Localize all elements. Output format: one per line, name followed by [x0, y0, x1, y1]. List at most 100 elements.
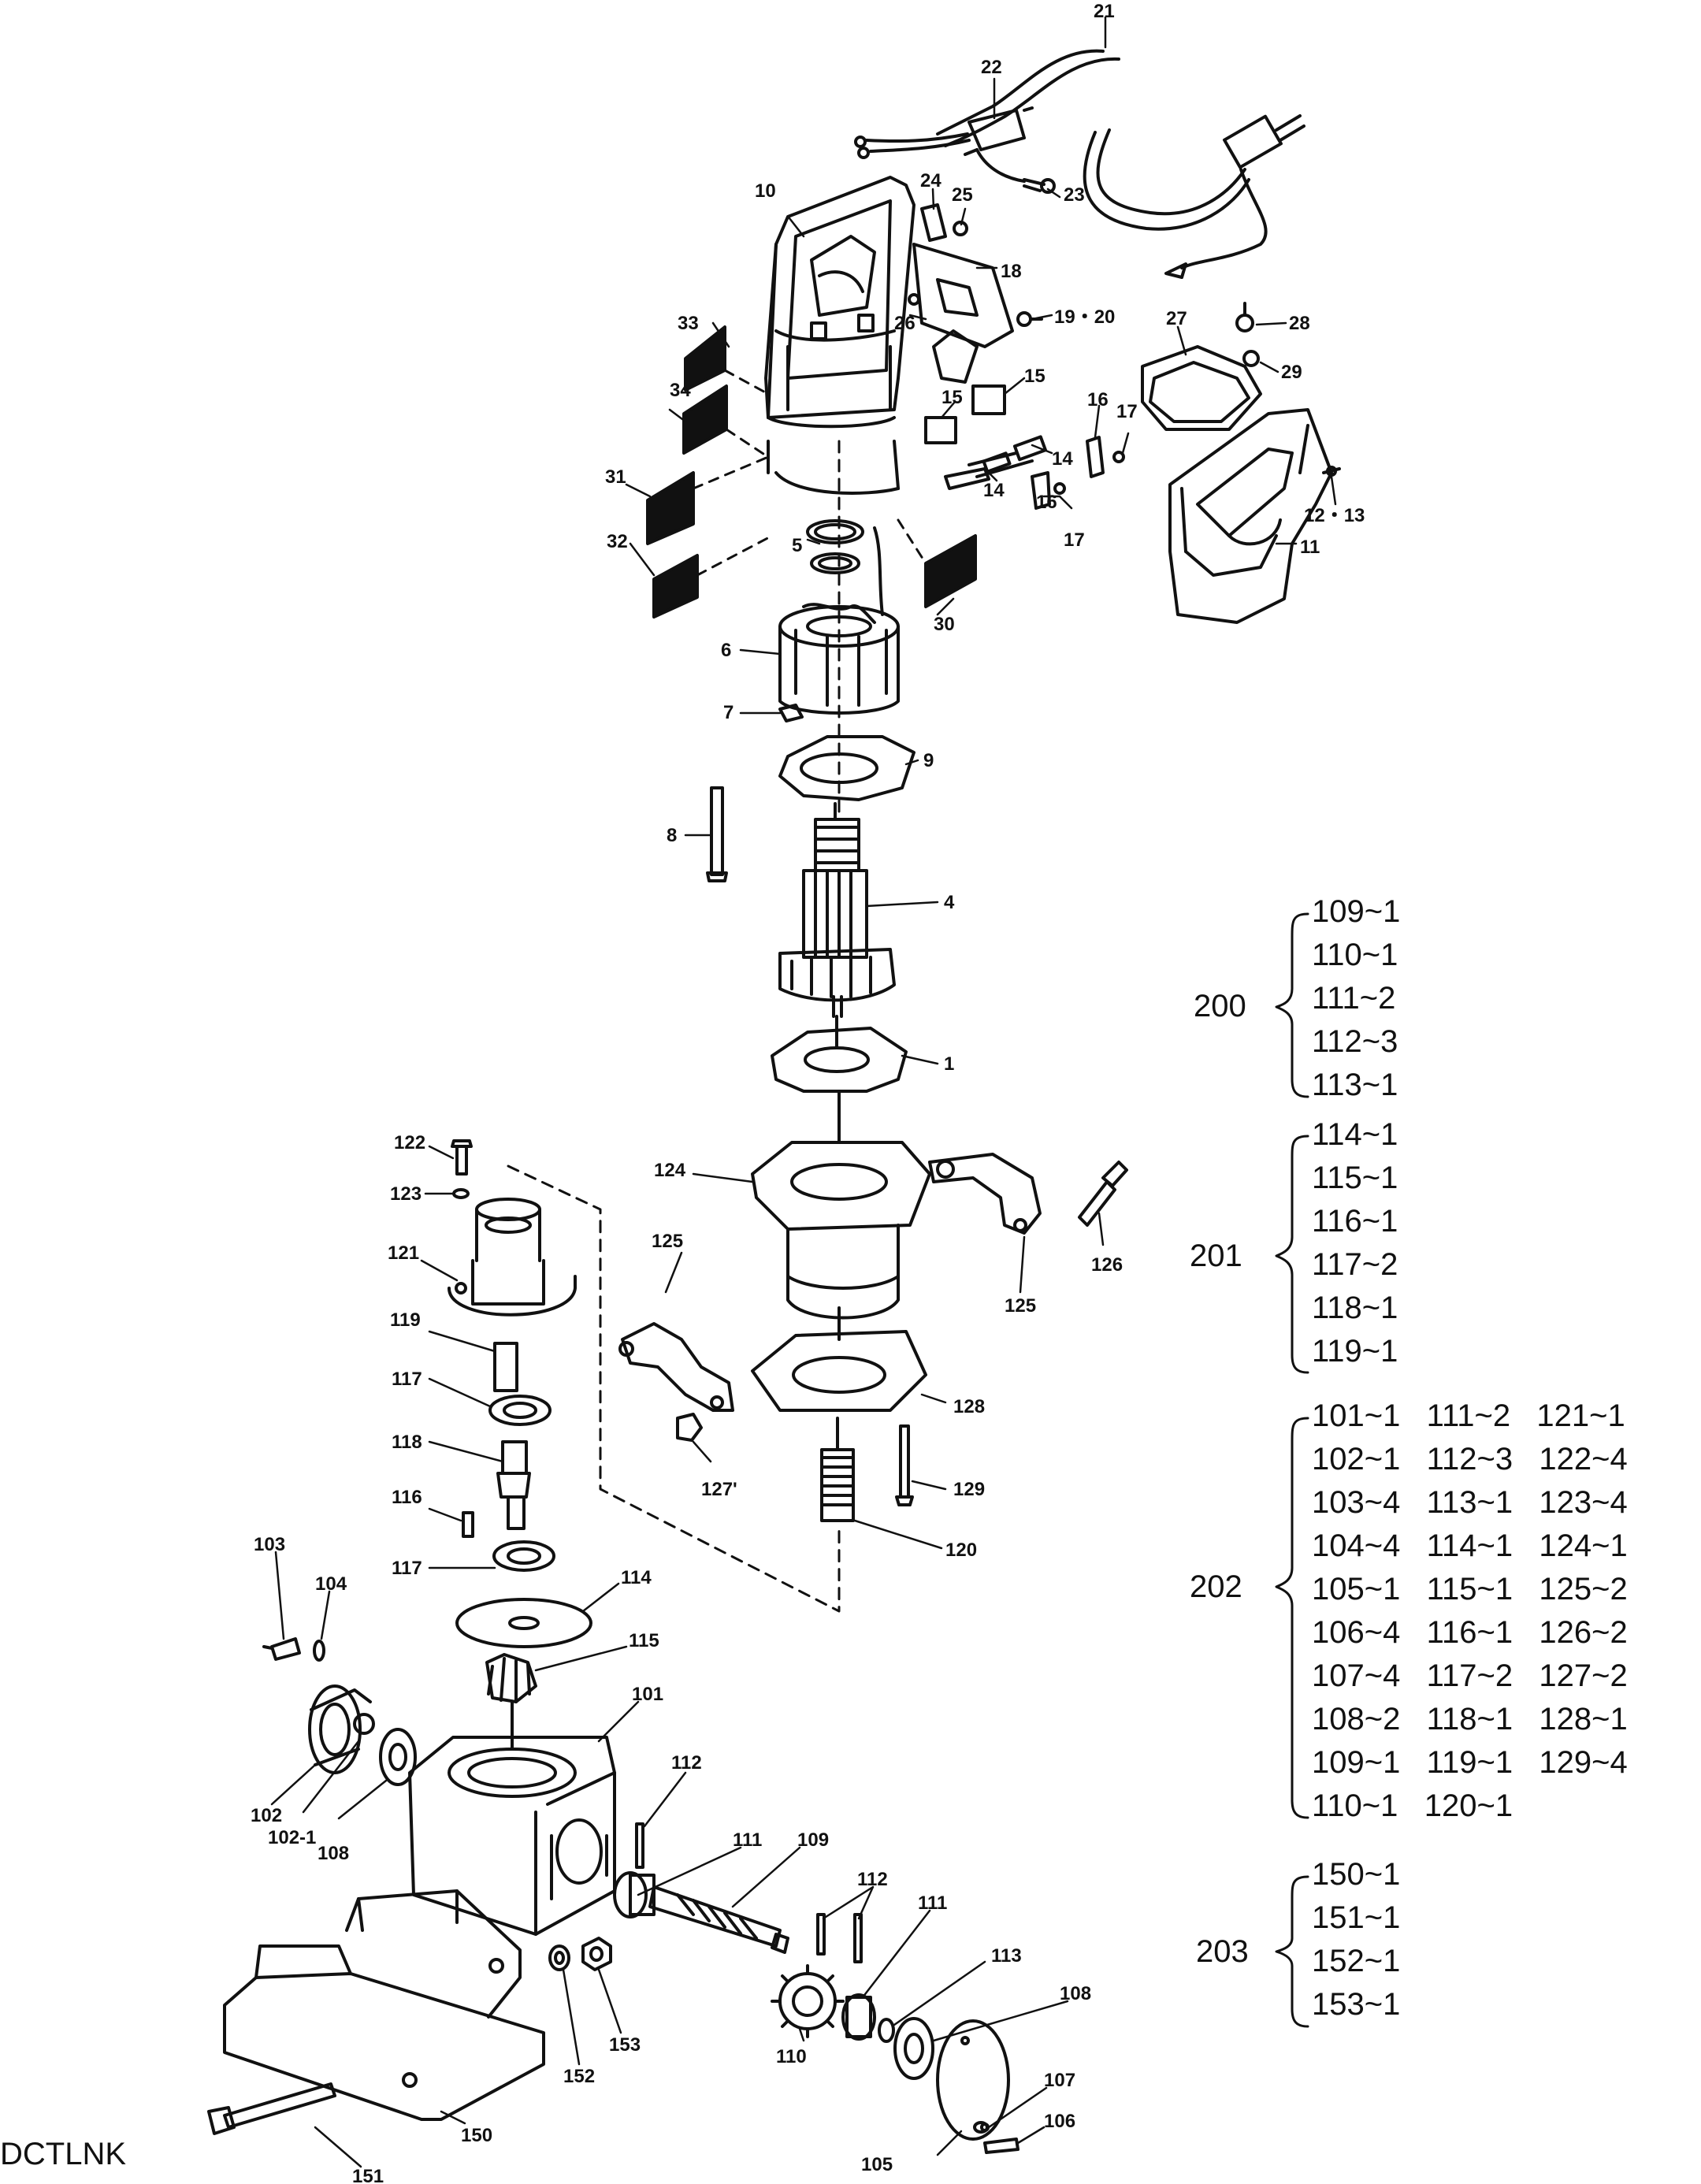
group-201-row: 116~1 — [1312, 1204, 1398, 1239]
base-plate — [223, 1889, 545, 2121]
callout-4: 4 — [944, 892, 955, 913]
group-203-row: 153~1 — [1312, 1987, 1401, 2022]
baffle-plate — [778, 735, 915, 801]
callout-122: 122 — [394, 1132, 425, 1153]
collar-111a — [613, 1871, 656, 1918]
group-200-row: 112~3 — [1312, 1024, 1398, 1059]
callout-103: 103 — [254, 1534, 285, 1555]
callout-153: 153 — [609, 2034, 641, 2056]
document-code: DCTLNK — [0, 2137, 127, 2171]
callout-107: 107 — [1044, 2070, 1075, 2091]
spring — [820, 1417, 855, 1522]
callout-106: 106 — [1044, 2111, 1075, 2132]
shaft-118 — [496, 1440, 531, 1530]
brush-holders — [924, 384, 1125, 510]
callout-34: 34 — [670, 380, 691, 401]
callout-128: 128 — [953, 1396, 985, 1417]
group-202-row: 108~2 118~1 128~1 — [1312, 1702, 1628, 1736]
callout-12-13: 12・13 — [1304, 505, 1365, 526]
callout-117a: 117 — [392, 1369, 422, 1390]
callout-150: 150 — [461, 2125, 492, 2146]
group-200-row: 113~1 — [1312, 1068, 1398, 1102]
callout-119: 119 — [390, 1309, 421, 1331]
adapter-housing — [751, 1090, 931, 1320]
stator-clip — [778, 704, 804, 722]
callout-27: 27 — [1166, 308, 1187, 329]
group-201-row: 114~1 — [1312, 1117, 1398, 1152]
callout-112a: 112 — [671, 1752, 702, 1774]
worm-shaft — [648, 1885, 789, 1954]
nut-153 — [581, 1937, 612, 1971]
callout-120: 120 — [945, 1540, 977, 1561]
group-braces — [1275, 912, 1309, 2028]
pins-112b — [816, 1913, 863, 1963]
group-202-row: 107~4 117~2 127~2 — [1312, 1658, 1628, 1693]
callout-31: 31 — [605, 466, 626, 488]
pin-119 — [493, 1342, 518, 1392]
bearing-108a — [379, 1728, 417, 1786]
group-id-200: 200 — [1194, 989, 1246, 1023]
warning-labels — [646, 325, 977, 618]
callout-9: 9 — [923, 750, 934, 771]
bearing-retainer — [771, 1015, 908, 1093]
group-202-row: 105~1 115~1 125~2 — [1312, 1572, 1628, 1606]
callout-7: 7 — [723, 702, 734, 723]
callout-118: 118 — [392, 1432, 422, 1453]
bearing-108b — [893, 2017, 934, 2080]
group-id-203: 203 — [1196, 1934, 1249, 1969]
ring-113 — [878, 2018, 895, 2043]
washer-104 — [313, 1640, 325, 1662]
callout-25: 25 — [952, 184, 973, 206]
callout-108a: 108 — [318, 1843, 349, 1864]
callout-32: 32 — [607, 531, 628, 552]
label-leader-lines — [692, 369, 927, 577]
callout-112b: 112 — [857, 1869, 888, 1890]
group-202-row: 106~4 116~1 126~2 — [1312, 1615, 1628, 1650]
support-bracket — [448, 1198, 577, 1317]
callout-15a: 15 — [1024, 366, 1045, 387]
callout-15b: 15 — [941, 387, 963, 408]
callout-109: 109 — [797, 1829, 829, 1851]
group-200-row: 110~1 — [1312, 938, 1398, 972]
callout-leaders — [270, 16, 1337, 2168]
pin-112a — [635, 1822, 644, 1869]
clamp-bolt — [1078, 1161, 1128, 1227]
callout-16b: 16 — [1036, 492, 1057, 513]
callout-114: 114 — [621, 1567, 652, 1588]
group-200-row: 111~2 — [1312, 981, 1396, 1016]
callout-127: 127' — [701, 1479, 737, 1500]
upper-clamp — [928, 1153, 1042, 1235]
group-203-row: 150~1 — [1312, 1857, 1401, 1892]
cord-guard — [964, 106, 1034, 156]
callout-28: 28 — [1289, 313, 1310, 334]
lower-clamp — [618, 1322, 734, 1412]
callout-101: 101 — [632, 1684, 663, 1705]
group-202-row: 101~1 111~2 121~1 — [1312, 1398, 1625, 1433]
bolt-103 — [262, 1637, 301, 1661]
callout-22: 22 — [981, 57, 1002, 78]
callout-10: 10 — [755, 180, 776, 202]
callout-6: 6 — [721, 640, 731, 661]
group-200-row: 109~1 — [1312, 894, 1401, 929]
callout-121: 121 — [388, 1242, 419, 1264]
group-203-row: 151~1 — [1312, 1900, 1401, 1935]
callout-126: 126 — [1091, 1254, 1123, 1276]
key-116 — [462, 1511, 474, 1538]
bearing-upper — [488, 1395, 552, 1426]
callout-116: 116 — [392, 1487, 422, 1508]
plate-114 — [455, 1598, 592, 1648]
lower-flange — [751, 1306, 927, 1412]
cord-leads — [854, 132, 1056, 194]
callout-labels: 21 22 23 24 25 10 18 19・20 26 33 34 31 3… — [251, 1, 1365, 2184]
callout-152: 152 — [563, 2066, 595, 2087]
motor-housing — [764, 176, 915, 495]
callout-26: 26 — [894, 313, 915, 334]
callout-110: 110 — [776, 2046, 807, 2067]
callout-17a: 17 — [1116, 401, 1138, 422]
callout-151: 151 — [352, 2166, 384, 2184]
callout-29: 29 — [1281, 362, 1302, 383]
callout-123: 123 — [390, 1183, 422, 1205]
end-cap — [1141, 302, 1262, 431]
callout-108b: 108 — [1060, 1983, 1091, 2004]
